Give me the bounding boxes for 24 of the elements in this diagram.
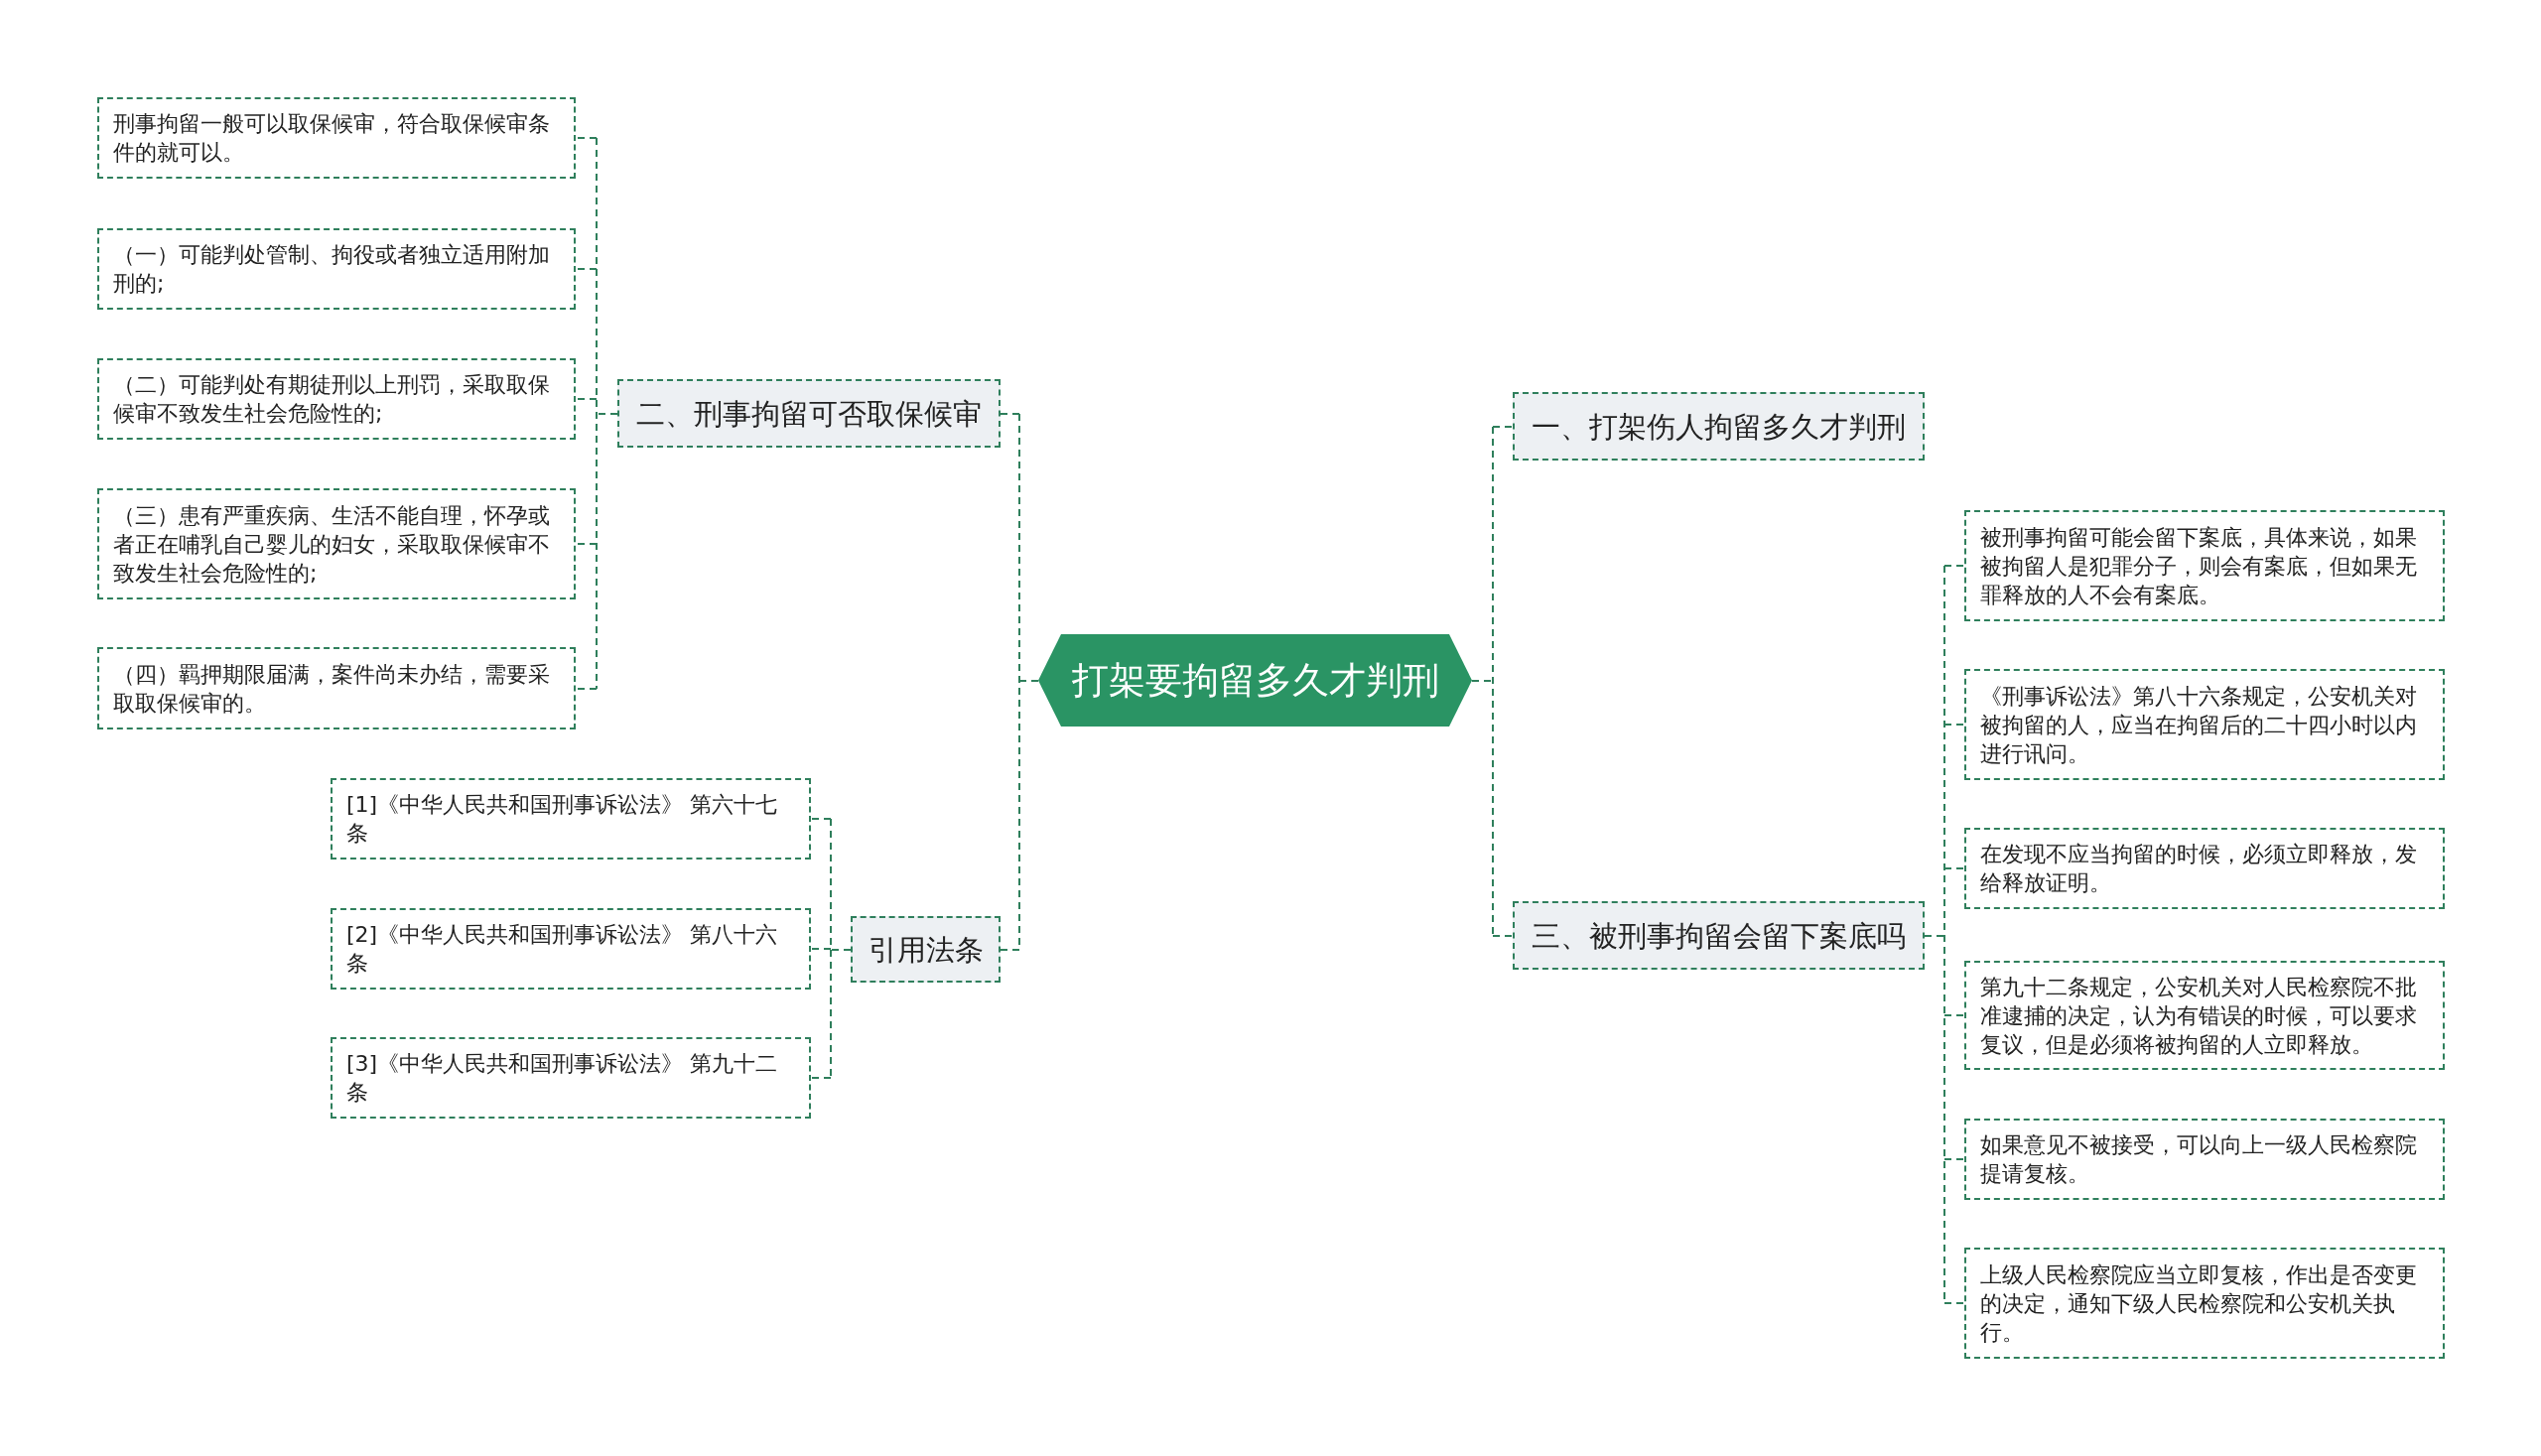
connector-line xyxy=(810,818,852,1079)
note-box: （二）可能判处有期徒刑以上刑罚，采取取保候审不致发生社会危险性的; xyxy=(97,358,576,440)
note-box: （三）患有严重疾病、生活不能自理，怀孕或者正在哺乳自己婴儿的妇女，采取取保候审不致发生社会危险性的; xyxy=(97,488,576,599)
topic-box: 引用法条 xyxy=(851,916,1001,983)
note-box: [3]《中华人民共和国刑事诉讼法》 第九十二条 xyxy=(331,1037,811,1119)
central-topic: 打架要拘留多久才判刑 xyxy=(1038,634,1472,727)
note-box: 《刑事诉讼法》第八十六条规定，公安机关对被拘留的人，应当在拘留后的二十四小时以内进行讯问。 xyxy=(1964,669,2445,780)
note-box: （四）羁押期限届满，案件尚未办结，需要采取取保候审的。 xyxy=(97,647,576,729)
note-box: 刑事拘留一般可以取保候审，符合取保候审条件的就可以。 xyxy=(97,97,576,179)
note-box: 被刑事拘留可能会留下案底，具体来说，如果被拘留人是犯罪分子，则会有案底，但如果无罪释放的人不会有案底。 xyxy=(1964,510,2445,621)
note-box: [2]《中华人民共和国刑事诉讼法》 第八十六条 xyxy=(331,908,811,990)
note-box: 在发现不应当拘留的时候，必须立即释放，发给释放证明。 xyxy=(1964,828,2445,909)
note-box: 如果意见不被接受，可以向上一级人民检察院提请复核。 xyxy=(1964,1119,2445,1200)
connector-line xyxy=(1924,565,1965,1304)
topic-box: 三、被刑事拘留会留下案底吗 xyxy=(1513,901,1925,970)
topic-box: 二、刑事拘留可否取保候审 xyxy=(617,379,1001,448)
connector-line xyxy=(575,137,618,690)
connector-line xyxy=(1471,426,1514,937)
note-box: 上级人民检察院应当立即复核，作出是否变更的决定，通知下级人民检察院和公安机关执行。 xyxy=(1964,1248,2445,1359)
note-box: （一）可能判处管制、拘役或者独立适用附加刑的; xyxy=(97,228,576,310)
connector-line xyxy=(1000,413,1039,951)
note-box: 第九十二条规定，公安机关对人民检察院不批准逮捕的决定，认为有错误的时候，可以要求复议，但是必须将被拘留的人立即释放。 xyxy=(1964,961,2445,1070)
topic-box: 一、打架伤人拘留多久才判刑 xyxy=(1513,392,1925,461)
note-box: [1]《中华人民共和国刑事诉讼法》 第六十七条 xyxy=(331,778,811,860)
